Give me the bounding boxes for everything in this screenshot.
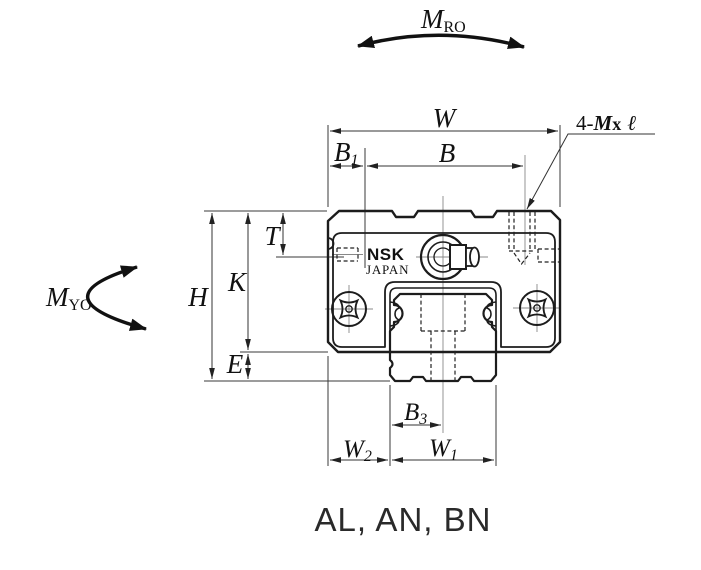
nipple-tip: [469, 246, 480, 268]
nsk-logo-country: JAPAN: [366, 262, 409, 277]
right-screw-center: [533, 304, 541, 312]
hidden-lines: [336, 212, 559, 381]
block-ball-groove-left: [389, 301, 400, 327]
nipple-sleeve: [449, 244, 467, 270]
label-k: K: [227, 267, 248, 297]
bearing-block: [326, 209, 562, 354]
left-screw: [331, 291, 367, 327]
label-moment-ro: MRO: [420, 4, 466, 36]
yawing-moment-arrow: [86, 265, 148, 331]
grease-port-hidden-right: [537, 248, 559, 263]
block-outer-outline: [326, 209, 562, 354]
side-port-boss: [327, 237, 335, 250]
label-b3: B3: [404, 399, 427, 428]
rail-bolt-hole-hidden: [420, 294, 466, 381]
right-screw-cross-recess: [526, 297, 548, 319]
model-caption: AL, AN, BN: [315, 501, 492, 538]
label-b1: B1: [334, 137, 359, 169]
end-cap-outline: [332, 232, 556, 348]
label-b: B: [439, 138, 456, 168]
left-screw-cross-recess: [338, 298, 360, 320]
label-w: W: [433, 103, 458, 133]
grease-nipple: [419, 233, 480, 281]
nsk-logo: NSK: [367, 245, 405, 264]
thread-hole-hidden: [508, 212, 536, 266]
moment-arrows: [86, 33, 526, 331]
dimension-lines: [209, 128, 655, 463]
right-screw-head: [519, 290, 555, 326]
left-screw-center: [345, 305, 353, 313]
rolling-moment-arrow: [356, 33, 526, 49]
label-t: T: [264, 221, 281, 251]
label-w1: W1: [429, 435, 458, 464]
label-w2: W2: [343, 436, 372, 465]
rail-profile: [388, 292, 498, 383]
extension-lines: [204, 125, 561, 466]
right-screw: [519, 290, 555, 326]
grease-port-hidden-left: [336, 247, 359, 262]
rail-opening-inner-edge: [389, 287, 497, 347]
thread-note-leader: [526, 133, 655, 210]
block-ball-groove-right: [486, 301, 497, 327]
label-h: H: [187, 282, 209, 312]
label-e: E: [226, 349, 244, 379]
label-moment-yo: MYO: [45, 282, 92, 314]
left-screw-head: [331, 291, 367, 327]
